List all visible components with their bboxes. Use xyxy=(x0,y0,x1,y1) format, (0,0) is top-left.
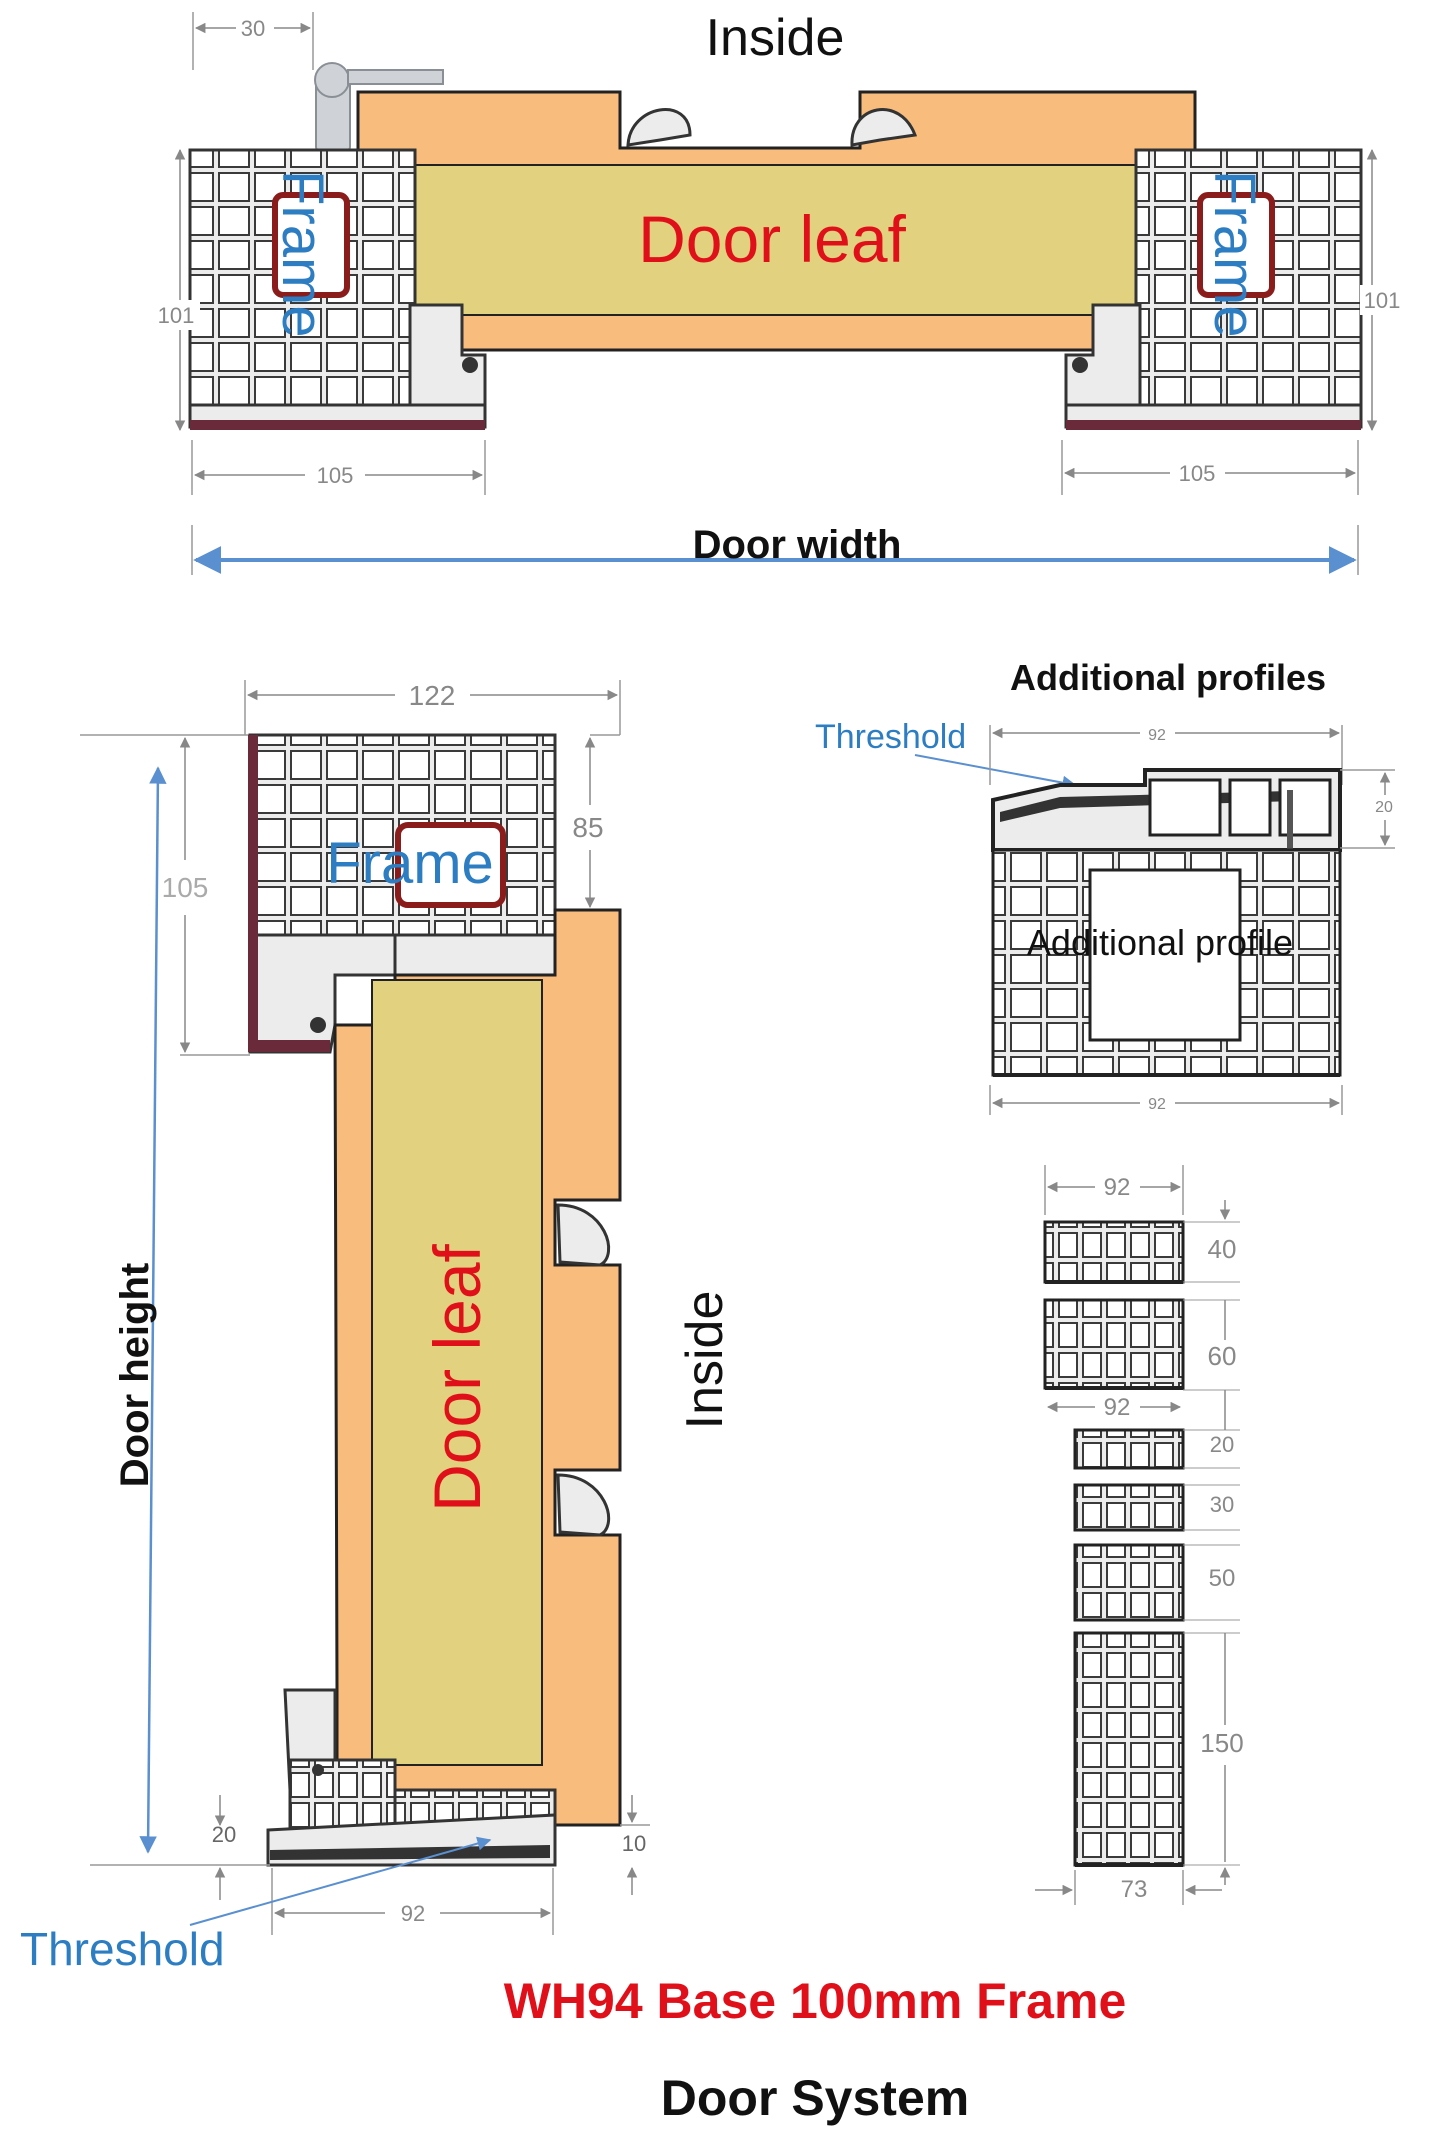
footer-title: WH94 Base 100mm Frame xyxy=(504,1973,1127,2029)
additional-dim-height-text: 20 xyxy=(1375,799,1393,816)
top-clip-left xyxy=(626,108,692,147)
stack-profile-20 xyxy=(1073,1428,1185,1470)
side-dim-85-text: 85 xyxy=(572,812,603,843)
side-dim-105-text: 105 xyxy=(162,872,209,903)
side-inside-label: Inside xyxy=(676,1291,734,1430)
side-section: 122 105 85 Frame xyxy=(20,680,734,1975)
top-leaf-label: Door leaf xyxy=(638,202,906,276)
side-frame-label: Frame xyxy=(326,831,494,896)
side-dim-10: 10 xyxy=(620,1795,650,1895)
top-dim-30: 30 xyxy=(192,12,314,70)
additional-dim-top: 92 xyxy=(989,725,1343,785)
top-inside-label: Inside xyxy=(706,9,845,67)
top-section: Inside 30 Door leaf xyxy=(150,9,1405,575)
stack-height-150: 150 xyxy=(1200,1728,1243,1758)
stack-height-dims xyxy=(1183,1200,1240,1885)
side-dim-122: 122 xyxy=(244,680,621,735)
door-width-dim: Door width xyxy=(191,523,1359,575)
top-clip-right xyxy=(850,108,918,147)
additional-title: Additional profiles xyxy=(1010,657,1326,698)
top-dim-right-101: 101 xyxy=(1360,148,1405,432)
side-dim-20: 20 xyxy=(90,1795,270,1900)
stack-height-60: 60 xyxy=(1208,1341,1237,1371)
side-dim-85: 85 xyxy=(572,734,620,911)
profile-stack: 92 92 xyxy=(1035,1165,1244,1905)
additional-profile-body xyxy=(991,848,1342,1077)
top-dim-left-105-text: 105 xyxy=(317,463,354,488)
stack-profile-50 xyxy=(1073,1543,1185,1622)
side-clip-lower xyxy=(556,1473,610,1537)
additional-dim-top-text: 92 xyxy=(1148,727,1166,744)
stack-dim-top: 92 xyxy=(1044,1165,1184,1215)
door-height-dim: Door height xyxy=(113,766,167,1854)
top-frame-left-label: Frame xyxy=(270,170,335,338)
side-dim-92: 92 xyxy=(271,1868,554,1935)
stack-dim-bottom-text: 73 xyxy=(1121,1876,1148,1903)
stack-height-40: 40 xyxy=(1208,1234,1237,1264)
stack-dim-mid-text: 92 xyxy=(1104,1394,1131,1421)
top-dim-left-105: 105 xyxy=(191,440,486,495)
additional-threshold-label: Threshold xyxy=(815,718,966,756)
door-width-label: Door width xyxy=(693,523,902,567)
additional-threshold-arrow xyxy=(914,754,1077,790)
door-height-label: Door height xyxy=(113,1263,157,1487)
top-leaf-core xyxy=(413,164,1137,316)
additional-profiles: Additional profiles Threshold 92 20 xyxy=(815,657,1395,1115)
top-dim-left-101: 101 xyxy=(150,148,200,432)
additional-dim-height: 20 xyxy=(1340,769,1395,849)
side-leaf-label: Door leaf xyxy=(420,1243,494,1511)
stack-profile-30 xyxy=(1073,1483,1185,1532)
top-dim-30-text: 30 xyxy=(241,16,265,41)
stack-height-50: 50 xyxy=(1209,1565,1236,1592)
side-dim-20-text: 20 xyxy=(212,1822,236,1847)
stack-profile-60 xyxy=(1043,1298,1185,1390)
side-bottom-sill xyxy=(266,1688,557,1867)
top-frame-right-label: Frame xyxy=(1202,170,1267,338)
side-threshold-callout: Threshold xyxy=(20,1836,492,1975)
stack-height-20: 20 xyxy=(1210,1432,1234,1457)
side-clip-upper xyxy=(556,1203,610,1267)
top-dim-right-105: 105 xyxy=(1061,440,1359,495)
additional-dim-bottom: 92 xyxy=(989,1085,1343,1115)
side-frame-head xyxy=(248,733,557,1054)
side-dim-92-text: 92 xyxy=(401,1901,425,1926)
top-dim-right-105-text: 105 xyxy=(1179,461,1216,486)
stack-dim-top-text: 92 xyxy=(1104,1174,1131,1201)
side-dim-122-text: 122 xyxy=(409,680,456,711)
top-frame-left xyxy=(188,148,487,430)
top-frame-right xyxy=(1064,148,1363,430)
top-dim-left-101-text: 101 xyxy=(158,303,195,328)
side-threshold-label: Threshold xyxy=(20,1923,225,1975)
side-leaf-core xyxy=(371,979,543,1766)
hinge-icon xyxy=(314,62,444,151)
stack-height-30: 30 xyxy=(1210,1492,1234,1517)
side-dim-10-text: 10 xyxy=(622,1831,646,1856)
stack-profile-150 xyxy=(1073,1631,1185,1867)
side-dim-105: 105 xyxy=(80,734,250,1056)
additional-profile-label: Additional profile xyxy=(1027,922,1293,963)
top-dim-right-101-text: 101 xyxy=(1364,288,1401,313)
stack-dim-mid: 92 xyxy=(1046,1394,1182,1421)
stack-profile-40 xyxy=(1043,1220,1185,1284)
footer-subtitle: Door System xyxy=(661,2070,969,2126)
additional-dim-bottom-text: 92 xyxy=(1148,1096,1166,1113)
stack-dim-bottom: 73 xyxy=(1035,1870,1222,1905)
additional-threshold-profile xyxy=(991,768,1342,860)
